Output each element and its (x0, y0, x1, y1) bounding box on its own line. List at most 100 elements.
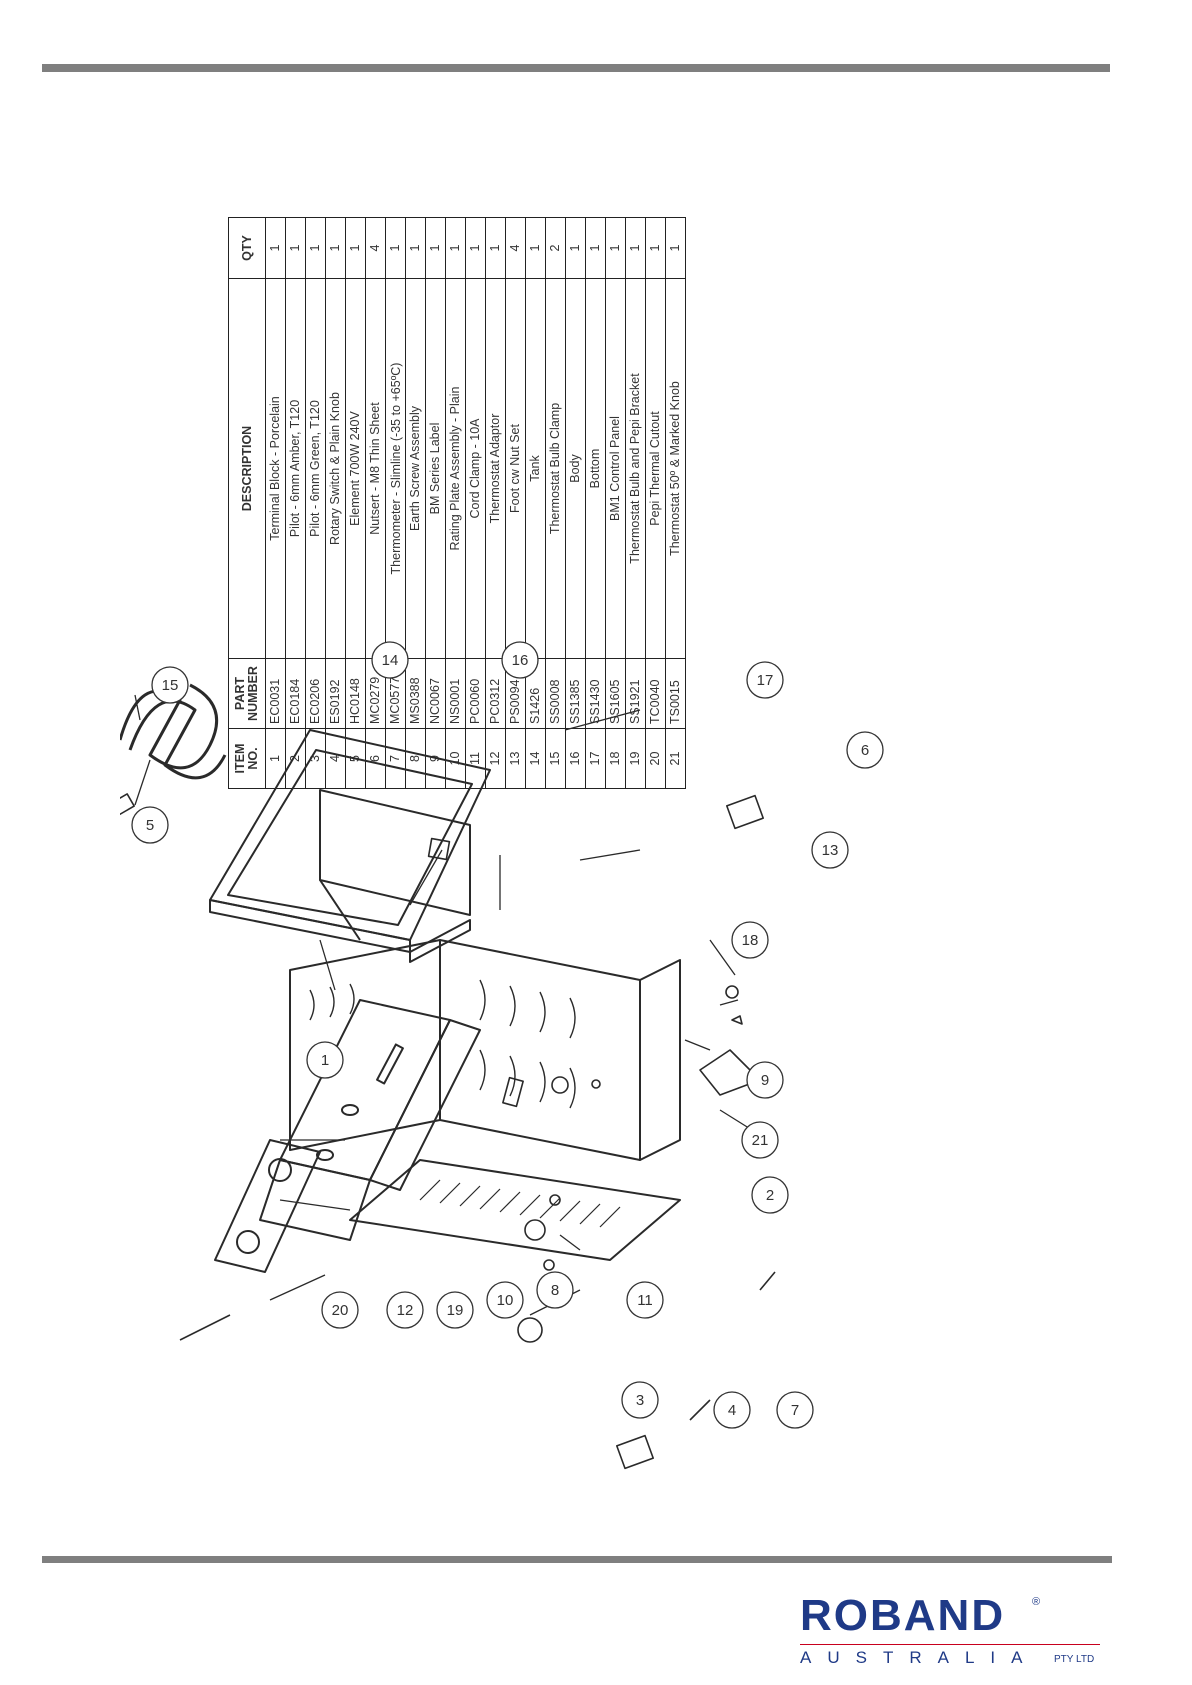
callout-11: 11 (626, 1281, 664, 1319)
row-description: Cord Clamp - 10A (465, 278, 486, 659)
row-description: Body (565, 278, 586, 659)
tank-part (209, 729, 491, 963)
row-qty: 1 (645, 217, 666, 279)
control-panel-part (259, 999, 481, 1241)
row-qty: 1 (625, 217, 646, 279)
header-description: DESCRIPTION (228, 278, 266, 659)
row-description: Thermostat Bulb and Pepi Bracket (625, 278, 646, 659)
callout-18-label: 18 (742, 932, 759, 949)
row-qty: 1 (305, 217, 326, 279)
logo-registered-mark: ® (1032, 1596, 1041, 1608)
callout-5: 5 (131, 806, 169, 844)
row-description: Rotary Switch & Plain Knob (325, 278, 346, 659)
row-qty: 1 (525, 217, 546, 279)
row-description: Thermostat 50º & Marked Knob (665, 278, 686, 659)
body-part (289, 939, 681, 1161)
earth-screw-part (591, 1079, 601, 1089)
callout-14: 14 (371, 641, 409, 679)
thermostat-part (616, 1434, 654, 1470)
rotary-switch-part (726, 794, 764, 830)
row-qty: 1 (605, 217, 626, 279)
row-qty: 4 (365, 217, 386, 279)
callout-1: 1 (306, 1041, 344, 1079)
callout-11-label: 11 (637, 1292, 653, 1309)
callout-4-label: 4 (728, 1402, 736, 1419)
callout-15: 15 (151, 666, 189, 704)
callout-1-label: 1 (321, 1052, 329, 1069)
callout-2-label: 2 (766, 1187, 774, 1204)
callout-8: 8 (536, 1271, 574, 1309)
callout-13-label: 13 (822, 842, 839, 859)
row-description: Rating Plate Assembly - Plain (445, 278, 466, 659)
foot-part (517, 1317, 543, 1343)
callout-6: 6 (846, 731, 884, 769)
row-qty: 1 (325, 217, 346, 279)
logo-country: AUSTRALIA (800, 1648, 1039, 1667)
bottom-part (349, 1159, 681, 1261)
row-qty: 1 (405, 217, 426, 279)
callouts: 14 15 5 16 17 6 13 18 9 21 2 7 4 3 11 8 … (131, 641, 884, 1429)
row-qty: 1 (345, 217, 366, 279)
callout-21: 21 (741, 1121, 779, 1159)
row-description: Thermometer - Slimline (-35 to +65ºC) (385, 278, 406, 659)
row-description: Bottom (585, 278, 606, 659)
foot-part-2 (524, 1219, 546, 1241)
callout-13: 13 (811, 831, 849, 869)
label-plate-part (214, 1139, 321, 1273)
row-qty: 1 (485, 217, 506, 279)
callout-12: 12 (386, 1291, 424, 1329)
rating-plate-part (502, 1076, 524, 1108)
callout-19: 19 (436, 1291, 474, 1329)
callout-6-label: 6 (861, 742, 869, 759)
element-part (120, 683, 227, 780)
callout-20: 20 (321, 1291, 359, 1329)
callout-12-label: 12 (397, 1302, 414, 1319)
callout-17: 17 (746, 661, 784, 699)
row-description: Terminal Block - Porcelain (265, 278, 286, 659)
row-description: Pilot - 6mm Green, T120 (305, 278, 326, 659)
row-description: Pilot - 6mm Amber, T120 (285, 278, 306, 659)
roband-logo: ROBAND ® AUSTRALIA PTY LTD (800, 1591, 1110, 1667)
row-qty: 1 (265, 217, 286, 279)
row-description: Element 700W 240V (345, 278, 366, 659)
row-description: Thermostat Bulb Clamp (545, 278, 566, 659)
logo-underline (800, 1644, 1100, 1645)
logo-suffix: PTY LTD (1054, 1654, 1095, 1665)
nutsert-part-2 (543, 1259, 555, 1271)
row-qty: 1 (585, 217, 606, 279)
clamp-part (120, 793, 135, 817)
row-description: Nutsert - M8 Thin Sheet (365, 278, 386, 659)
callout-16: 16 (501, 641, 539, 679)
row-description: Earth Screw Assembly (405, 278, 426, 659)
row-description: BM1 Control Panel (605, 278, 626, 659)
callout-10-label: 10 (497, 1292, 514, 1309)
row-description: Tank (525, 278, 546, 659)
adaptor-part (731, 1015, 743, 1025)
thermometer-part (179, 1314, 231, 1341)
footer-rule (42, 1556, 1112, 1563)
cord-clamp-part (551, 1076, 569, 1094)
row-qty: 1 (465, 217, 486, 279)
row-qty: 1 (385, 217, 406, 279)
callout-4: 4 (713, 1391, 751, 1429)
row-qty: 1 (425, 217, 446, 279)
pilot-green-part (759, 1271, 776, 1291)
callout-9-label: 9 (761, 1072, 769, 1089)
header-qty: QTY (228, 217, 266, 279)
callout-5-label: 5 (146, 817, 154, 834)
row-description: Thermostat Adaptor (485, 278, 506, 659)
logo-wordmark: ROBAND (800, 1591, 1006, 1640)
callout-10: 10 (486, 1281, 524, 1319)
row-qty: 1 (665, 217, 686, 279)
row-qty: 1 (445, 217, 466, 279)
row-description: BM Series Label (425, 278, 446, 659)
callout-3: 3 (621, 1381, 659, 1419)
callout-17-label: 17 (757, 672, 774, 689)
row-qty: 2 (545, 217, 566, 279)
header-rule (42, 64, 1110, 72)
callout-18: 18 (731, 921, 769, 959)
row-qty: 4 (505, 217, 526, 279)
callout-2: 2 (751, 1176, 789, 1214)
callout-3-label: 3 (636, 1392, 644, 1409)
pilot-amber-part (689, 1399, 711, 1421)
